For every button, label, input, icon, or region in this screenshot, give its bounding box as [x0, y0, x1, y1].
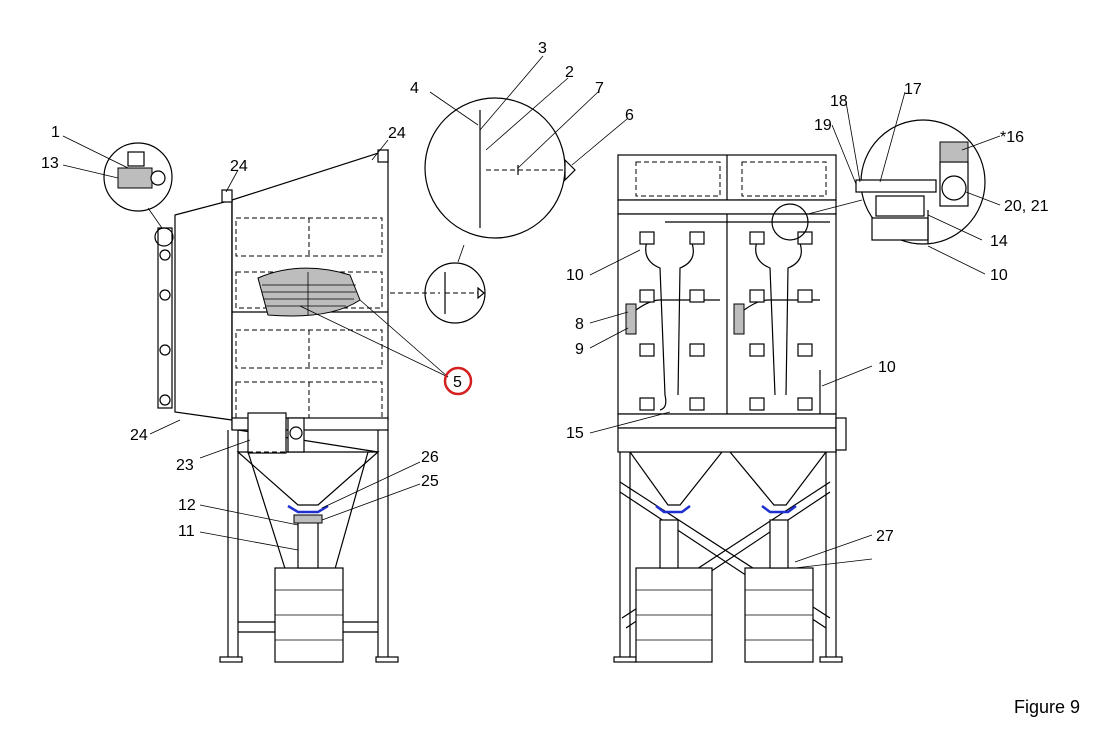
callout-10-b: 10	[878, 359, 896, 376]
callout-4: 4	[410, 80, 419, 97]
callout-23-right: 24	[388, 125, 406, 142]
callout-5: 5	[453, 374, 462, 391]
callout-13: 13	[41, 155, 59, 172]
callout-10-c: 10	[990, 267, 1008, 284]
leader-lines	[62, 55, 1001, 569]
callout-16: *16	[1000, 129, 1024, 146]
callout-20-21: 20, 21	[1004, 198, 1049, 215]
callout-23-top: 24	[230, 158, 248, 175]
callout-2: 2	[565, 64, 574, 81]
callout-8: 8	[575, 316, 584, 333]
side-view	[103, 142, 440, 663]
front-view	[613, 119, 986, 663]
figure-caption: Figure 9	[1013, 697, 1080, 717]
callout-22: 23	[176, 457, 194, 474]
callout-26: 27	[876, 528, 894, 545]
callout-3: 3	[538, 40, 547, 57]
callout-18: 18	[830, 93, 848, 110]
callout-15: 15	[566, 425, 584, 442]
callout-17: 17	[904, 81, 922, 98]
callout-11: 11	[178, 523, 195, 540]
callout-12: 12	[178, 497, 196, 514]
callout-7: 7	[595, 80, 604, 97]
callout-24: 25	[421, 473, 439, 490]
callout-9: 9	[575, 341, 584, 358]
callout-25: 26	[421, 449, 439, 466]
callout-1: 1	[51, 124, 60, 141]
highlight-ring	[443, 366, 473, 396]
callout-23-bottom: 24	[130, 427, 148, 444]
callout-14: 14	[990, 233, 1008, 250]
callout-labels: 1 13 24 24 24 4 3 2 7 6 5 23 26 25 12 11…	[41, 40, 1049, 545]
cartridge-detail	[424, 97, 576, 324]
callout-10-a: 10	[566, 267, 584, 284]
callout-6: 6	[625, 107, 634, 124]
callout-19: 19	[814, 117, 832, 134]
